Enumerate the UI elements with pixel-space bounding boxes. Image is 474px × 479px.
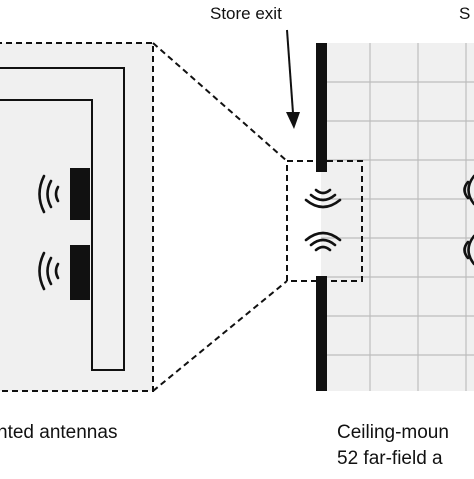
store-floor	[321, 43, 474, 391]
arrow-down-icon	[286, 30, 300, 129]
store-wall-upper	[316, 43, 327, 172]
zoom-panel	[0, 43, 153, 391]
store-wall-lower	[316, 276, 327, 391]
store-exit-label: Store exit	[210, 4, 282, 23]
left-caption: nted antennas	[0, 422, 117, 443]
right-caption-line2: 52 far-field a	[337, 448, 443, 469]
store-floor-grid	[316, 43, 474, 391]
zoom-connector-lines	[153, 43, 287, 391]
mounted-antenna-1	[70, 168, 90, 220]
mounted-antenna-2	[70, 245, 90, 300]
top-right-partial-label: S	[459, 4, 470, 23]
right-caption-line1: Ceiling-moun	[337, 422, 449, 443]
